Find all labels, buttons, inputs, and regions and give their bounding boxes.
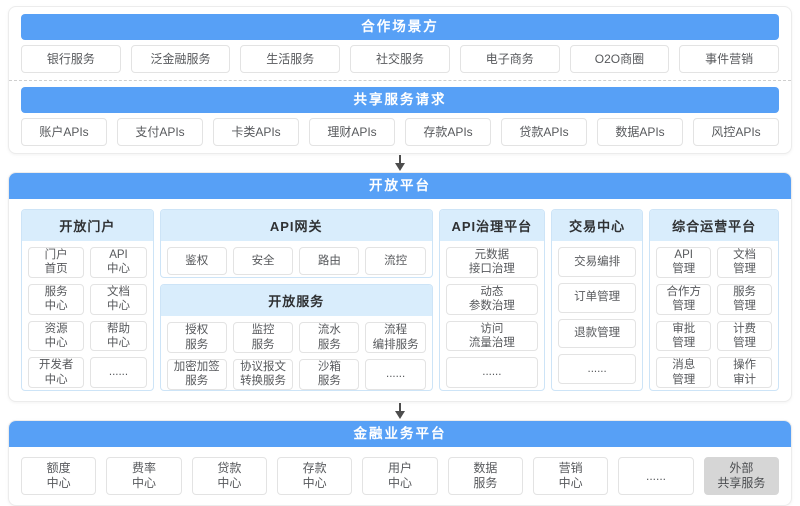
financial-item: ...... (618, 457, 694, 495)
open-service-item: 协议报文 转换服务 (232, 359, 294, 390)
gateway-title: API网关 (160, 210, 432, 241)
cooperation-item: 银行服务 (21, 45, 121, 73)
flow-arrow (8, 402, 792, 420)
operations-item: 消息 管理 (656, 357, 712, 388)
financial-platform-section: 金融业务平台 额度 中心 费率 中心 贷款 中心 存款 中心 用户 中心 数据 … (8, 420, 792, 506)
operations-column-body: API 管理 文档 管理 合作方 管理 服务 管理 审批 管理 计费 管理 消息… (650, 241, 778, 390)
financial-item: 数据 服务 (447, 457, 523, 495)
operations-item: 服务 管理 (717, 283, 772, 315)
open-service-item: 监控 服务 (232, 322, 294, 354)
shared-services-row: 账户APIs 支付APIs 卡类APIs 理财APIs 存款APIs 贷款API… (21, 118, 779, 146)
cooperation-item: 泛金融服务 (130, 45, 231, 73)
trade-item: 退款管理 (557, 318, 637, 349)
gateway-item: 鉴权 (166, 247, 227, 275)
governance-item: 元数据 接口治理 (445, 247, 538, 278)
shared-service-api-item: 卡类APIs (213, 118, 299, 146)
shared-service-api-item: 贷款APIs (501, 118, 587, 146)
gateway-subsection: API网关 鉴权 安全 路由 流控 (159, 209, 433, 279)
shared-services-banner: 共享服务请求 (21, 87, 779, 113)
cooperation-item: 事件营销 (679, 45, 779, 73)
operations-column-title: 综合运营平台 (650, 210, 778, 241)
open-services-body: 授权 服务 监控 服务 流水 服务 流程 编排服务 加密加签 服务 协议报文 转… (161, 316, 432, 390)
shared-service-api-item: 理财APIs (309, 118, 395, 146)
governance-column: API治理平台 元数据 接口治理 动态 参数治理 访问 流量治理 ...... (438, 209, 545, 391)
shared-service-api-item: 账户APIs (21, 118, 107, 146)
open-platform-banner: 开放平台 (9, 173, 791, 199)
financial-item: 用户 中心 (362, 457, 438, 495)
dashed-divider (9, 80, 791, 81)
operations-item: 计费 管理 (717, 320, 772, 352)
shared-service-api-item: 风控APIs (693, 118, 779, 146)
portal-item: 服务 中心 (28, 283, 85, 315)
portal-column-title: 开放门户 (22, 210, 153, 241)
portal-item: 门户 首页 (28, 247, 85, 278)
portal-column-body: 门户 首页 API 中心 服务 中心 文档 中心 资源 中心 帮助 中心 开发者… (22, 241, 153, 390)
operations-item: 合作方 管理 (656, 283, 712, 315)
trade-item: ...... (557, 354, 637, 384)
financial-item: 贷款 中心 (191, 457, 267, 495)
cooperation-items-row: 银行服务 泛金融服务 生活服务 社交服务 电子商务 O2O商圈 事件营销 (21, 45, 779, 73)
portal-item: 开发者 中心 (28, 357, 85, 388)
down-arrow-icon (395, 403, 405, 419)
governance-item: 访问 流量治理 (445, 320, 538, 352)
cooperation-section: 合作场景方 银行服务 泛金融服务 生活服务 社交服务 电子商务 O2O商圈 事件… (8, 6, 792, 154)
portal-item: ...... (90, 357, 147, 388)
open-service-item: 沙箱 服务 (299, 359, 360, 390)
operations-item: 审批 管理 (656, 320, 712, 352)
operations-column: 综合运营平台 API 管理 文档 管理 合作方 管理 服务 管理 审批 管理 计… (649, 209, 779, 391)
shared-service-api-item: 支付APIs (117, 118, 203, 146)
cooperation-banner: 合作场景方 (21, 14, 779, 40)
trade-item: 交易编排 (557, 247, 637, 277)
gateway-item: 路由 (299, 247, 360, 275)
cooperation-item: O2O商圈 (569, 45, 670, 73)
portal-item: 帮助 中心 (90, 320, 147, 352)
external-shared-service-item: 外部 共享服务 (703, 457, 779, 495)
portal-column: 开放门户 门户 首页 API 中心 服务 中心 文档 中心 资源 中心 帮助 中… (21, 209, 154, 391)
open-service-item: ...... (365, 359, 426, 390)
open-service-item: 流水 服务 (299, 322, 360, 354)
gateway-column: API网关 鉴权 安全 路由 流控 开放服务 授权 服务 监控 服务 流水 服务… (159, 209, 433, 391)
operations-item: 操作 审计 (717, 357, 772, 388)
gateway-item: 安全 (232, 247, 294, 275)
gateway-item: 流控 (365, 247, 426, 275)
down-arrow-icon (395, 155, 405, 171)
open-service-item: 加密加签 服务 (166, 359, 227, 390)
cooperation-item: 生活服务 (240, 45, 341, 73)
open-service-item: 流程 编排服务 (365, 322, 426, 354)
open-platform-section: 开放平台 开放门户 门户 首页 API 中心 服务 中心 文档 中心 资源 中心… (8, 172, 792, 402)
flow-arrow (8, 154, 792, 172)
governance-item: 动态 参数治理 (445, 283, 538, 315)
financial-item: 存款 中心 (277, 457, 353, 495)
portal-item: API 中心 (90, 247, 147, 278)
portal-item: 资源 中心 (28, 320, 85, 352)
gateway-body: 鉴权 安全 路由 流控 (161, 241, 432, 277)
cooperation-item: 电子商务 (459, 45, 560, 73)
operations-item: 文档 管理 (717, 247, 772, 278)
financial-platform-row: 额度 中心 费率 中心 贷款 中心 存款 中心 用户 中心 数据 服务 营销 中… (9, 447, 791, 505)
portal-item: 文档 中心 (90, 283, 147, 315)
cooperation-item: 社交服务 (350, 45, 450, 73)
financial-item: 费率 中心 (106, 457, 182, 495)
open-service-item: 授权 服务 (166, 322, 227, 354)
financial-platform-banner: 金融业务平台 (9, 421, 791, 447)
trade-column: 交易中心 交易编排 订单管理 退款管理 ...... (550, 209, 644, 391)
open-platform-columns: 开放门户 门户 首页 API 中心 服务 中心 文档 中心 资源 中心 帮助 中… (9, 199, 791, 401)
open-services-subsection: 开放服务 授权 服务 监控 服务 流水 服务 流程 编排服务 加密加签 服务 协… (159, 284, 433, 391)
shared-service-api-item: 存款APIs (405, 118, 491, 146)
governance-column-title: API治理平台 (439, 210, 544, 241)
trade-column-body: 交易编排 订单管理 退款管理 ...... (552, 241, 642, 390)
governance-item: ...... (445, 357, 538, 388)
trade-column-title: 交易中心 (551, 210, 643, 241)
financial-item: 营销 中心 (533, 457, 609, 495)
operations-item: API 管理 (656, 247, 712, 278)
trade-item: 订单管理 (557, 282, 637, 313)
open-services-title: 开放服务 (160, 285, 432, 317)
governance-column-body: 元数据 接口治理 动态 参数治理 访问 流量治理 ...... (440, 241, 544, 390)
financial-item: 额度 中心 (21, 457, 97, 495)
shared-service-api-item: 数据APIs (597, 118, 683, 146)
